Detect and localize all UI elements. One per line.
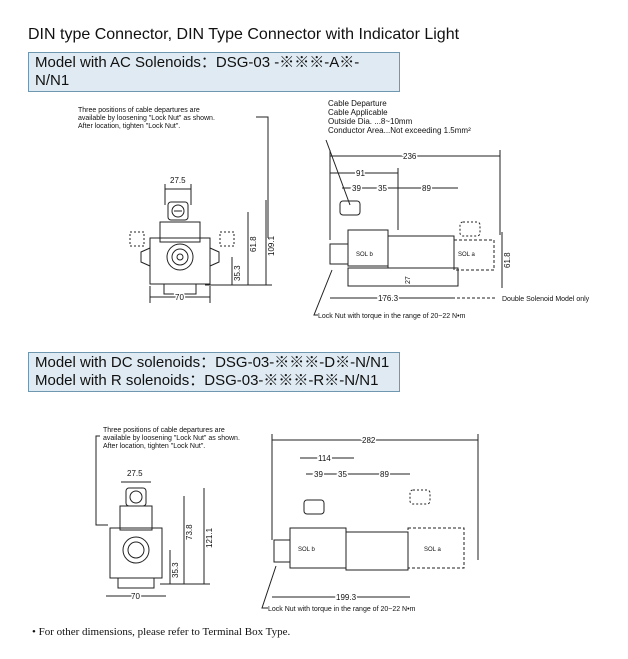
ac-cable-line3: Outside Dia. ...8~10mm bbox=[328, 117, 413, 126]
ac-side-connector bbox=[339, 200, 361, 216]
ac-dim-91: 91 bbox=[356, 169, 365, 178]
ac-dim-236: 236 bbox=[403, 152, 417, 161]
ac-dim-89: 89 bbox=[422, 184, 431, 193]
dc-dim-70: 70 bbox=[131, 592, 140, 601]
dc-dim-73-8: 73.8 bbox=[185, 524, 194, 540]
ac-locknut-note: Lock Nut with torque in the range of 20~… bbox=[318, 313, 466, 320]
dc-note-line3: After location, tighten "Lock Nut". bbox=[103, 443, 205, 450]
r-model-heading: Model with R solenoids：DSG-03-※※※-R※-N/N… bbox=[35, 372, 379, 389]
dc-front-view: Three positions of cable departures are … bbox=[95, 427, 240, 603]
dc-front-lower-body bbox=[109, 527, 163, 579]
ac-side-connector-right bbox=[459, 221, 481, 237]
ac-side-base bbox=[347, 267, 459, 287]
dc-dim-282: 282 bbox=[362, 436, 376, 445]
ac-front-coil-center bbox=[176, 253, 184, 261]
dc-sol-b-label: SOL b bbox=[298, 547, 315, 553]
dc-side-connector-right bbox=[409, 489, 431, 505]
dc-side-valve-body bbox=[345, 531, 409, 571]
dc-side-sol-a-body bbox=[407, 527, 465, 569]
dc-locknut-leader bbox=[261, 565, 277, 609]
ac-alt-connector-left bbox=[129, 231, 145, 247]
dc-side-connector bbox=[303, 499, 325, 515]
dc-sol-a-label: SOL a bbox=[424, 547, 441, 553]
ac-dim-35: 35 bbox=[378, 184, 387, 193]
ac-front-upper-body bbox=[159, 221, 201, 243]
ac-cable-line1: Cable Departure bbox=[328, 99, 387, 108]
ac-front-lower-body bbox=[149, 237, 211, 285]
ac-front-base bbox=[163, 283, 197, 295]
ac-front-connector bbox=[167, 201, 189, 221]
ac-sol-a-label: SOL a bbox=[458, 252, 475, 258]
dc-model-heading: Model with DC solenoids：DSG-03-※※※-D※-N/… bbox=[35, 354, 390, 371]
ac-sol-b-label: SOL b bbox=[356, 252, 373, 258]
ac-dim-39: 39 bbox=[352, 184, 361, 193]
ac-side-valve-body bbox=[387, 235, 455, 269]
ac-model-heading: Model with AC Solenoids：DSG-03 -※※※-A※-N… bbox=[35, 54, 360, 89]
ac-front-left-cap bbox=[140, 247, 151, 267]
dc-note-leader bbox=[95, 435, 108, 526]
ac-side-left-cap bbox=[329, 243, 349, 265]
dc-dim-89: 89 bbox=[380, 470, 389, 479]
ac-dim-109-1: 109.1 bbox=[267, 235, 276, 256]
dc-front-coil-inner bbox=[127, 541, 145, 559]
dc-front-base bbox=[117, 577, 155, 589]
ac-side-dim-61-8: 61.8 bbox=[503, 252, 512, 268]
ac-cable-line4: Conductor Area...Not exceeding 1.5mm² bbox=[328, 126, 471, 135]
ac-side-sol-b-body bbox=[347, 229, 389, 267]
ac-note-line3: After location, tighten "Lock Nut". bbox=[78, 123, 180, 130]
dc-dim-35: 35 bbox=[338, 470, 347, 479]
ac-note-leader bbox=[256, 116, 269, 238]
ac-front-connector-screw bbox=[171, 204, 185, 218]
ac-dim-35-3: 35.3 bbox=[233, 265, 242, 281]
ac-side-view: Cable Departure Cable Applicable Outside… bbox=[313, 99, 590, 320]
dc-dim-199-3: 199.3 bbox=[336, 593, 357, 602]
ac-side-sol-a-body bbox=[453, 239, 495, 271]
ac-note-line1: Three positions of cable departures are bbox=[78, 107, 200, 114]
dc-side-left-cap bbox=[273, 539, 291, 563]
dc-dim-35-3: 35.3 bbox=[171, 562, 180, 578]
ac-dim-176-3: 176.3 bbox=[378, 294, 399, 303]
ac-cable-line2: Cable Applicable bbox=[328, 108, 388, 117]
ac-note-line2: available by loosening "Lock Nut" as sho… bbox=[78, 115, 215, 122]
dc-dim-39: 39 bbox=[314, 470, 323, 479]
dc-dim-27-5: 27.5 bbox=[127, 469, 143, 478]
ac-front-right-cap bbox=[209, 247, 220, 267]
ac-dim-27: 27 bbox=[405, 276, 412, 284]
ac-front-coil-outer bbox=[166, 243, 194, 271]
dc-dim-121-1: 121.1 bbox=[205, 527, 214, 548]
ac-dim-61-8: 61.8 bbox=[249, 236, 258, 252]
ac-front-view: Three positions of cable departures are … bbox=[78, 107, 276, 304]
ac-alt-connector-right bbox=[219, 231, 235, 247]
ac-model-heading-box: Model with AC Solenoids：DSG-03 -※※※-A※-N… bbox=[28, 52, 400, 92]
dc-front-upper-body bbox=[119, 505, 153, 531]
dc-front-coil-outer bbox=[122, 536, 150, 564]
dc-r-model-heading-box: Model with DC solenoids：DSG-03-※※※-D※-N/… bbox=[28, 352, 400, 392]
footer-note: • For other dimensions, please refer to … bbox=[32, 626, 291, 638]
ac-dim-70: 70 bbox=[175, 293, 184, 302]
dc-side-view: 282 114 39 35 89 SOL b SOL a 199.3 Lock … bbox=[261, 434, 479, 613]
page-title: DIN type Connector, DIN Type Connector w… bbox=[28, 26, 460, 43]
dc-front-connector-screw bbox=[129, 490, 143, 504]
dc-note-line1: Three positions of cable departures are bbox=[103, 427, 225, 434]
ac-front-coil-inner bbox=[171, 248, 189, 266]
dc-note-line2: available by loosening "Lock Nut" as sho… bbox=[103, 435, 240, 442]
ac-dim-27-5: 27.5 bbox=[170, 176, 186, 185]
ac-double-note: Double Solenoid Model only bbox=[502, 296, 590, 303]
dc-dim-114: 114 bbox=[318, 454, 331, 463]
dc-locknut-note: Lock Nut with torque in the range of 20~… bbox=[268, 606, 416, 613]
ac-locknut-leader bbox=[313, 269, 333, 316]
